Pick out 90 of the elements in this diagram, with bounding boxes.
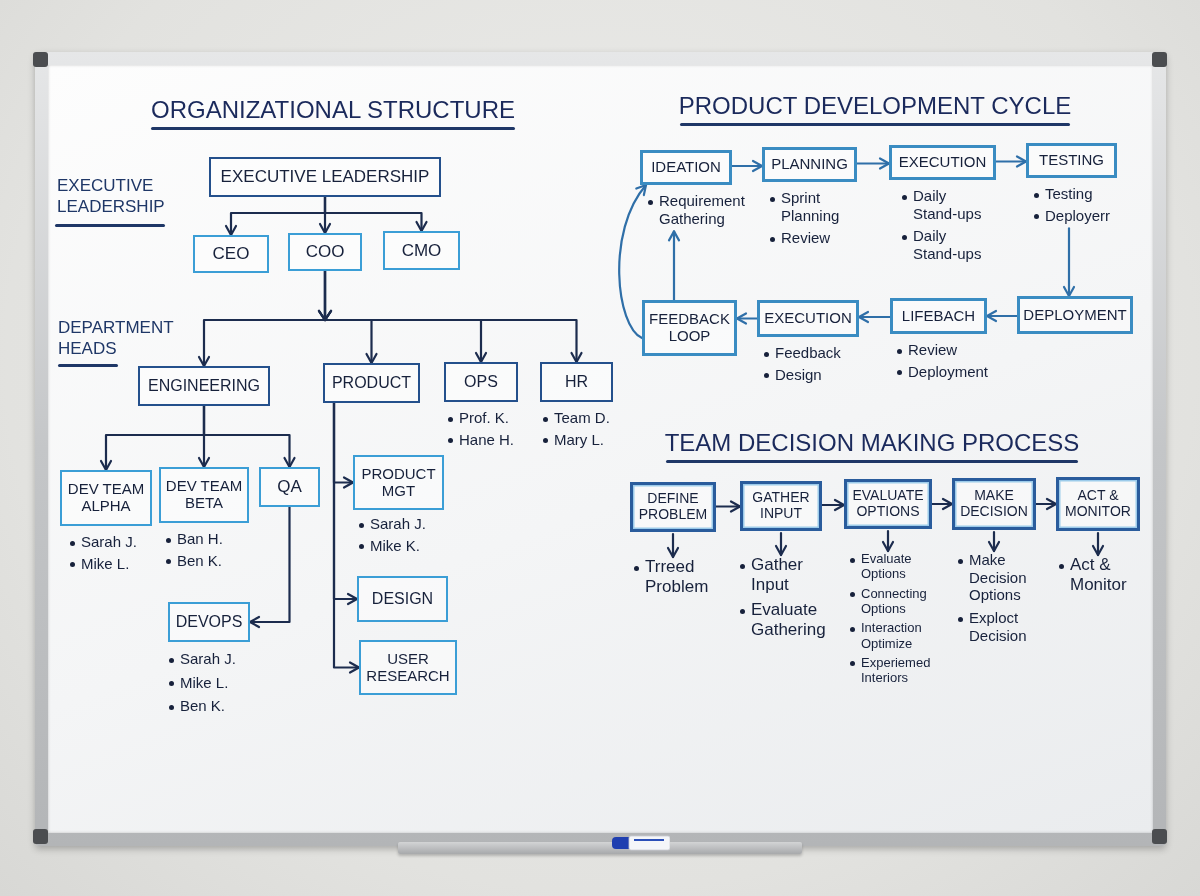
section-heading: ORGANIZATIONAL STRUCTURE [151, 97, 515, 123]
section-heading: TEAM DECISION MAKING PROCESS [664, 430, 1080, 456]
process-step-box: EVALUATE OPTIONS [844, 479, 932, 529]
bullet-point: Evaluate Options [848, 551, 942, 582]
cycle-step-box: TESTING [1026, 143, 1117, 178]
arrow [857, 310, 892, 324]
bullet-point: Act & Monitor [1057, 555, 1147, 596]
cycle-step-box: DEPLOYMENT [1017, 296, 1133, 334]
bullet-point: Daily Stand-ups [900, 227, 994, 263]
bullet-point: Exploct Decision [956, 609, 1042, 645]
arrow [820, 498, 846, 512]
bullet-point: Review [768, 229, 831, 248]
bullet-point: Interaction Optimize [848, 620, 942, 651]
bullet-point: Hane H. [446, 430, 515, 449]
bullet-point: Ben K. [164, 551, 223, 570]
arrow [985, 309, 1019, 323]
cycle-step-box: EXECUTION [889, 145, 996, 180]
org-unit-box: HR [540, 362, 613, 402]
org-unit-box: ENGINEERING [138, 366, 270, 406]
arrow [317, 269, 583, 364]
arrow [987, 530, 1001, 553]
bullet-point: Feedback [762, 344, 841, 362]
arrow [735, 312, 759, 325]
arrow [855, 157, 891, 170]
bullet-point: Design [762, 365, 822, 384]
team-box: DEVOPS [168, 602, 250, 642]
bullet-point: Sprint Planning [768, 189, 858, 225]
cycle-step-box: PLANNING [762, 147, 857, 182]
process-step-box: DEFINE PROBLEM [630, 482, 716, 532]
arrow [248, 505, 291, 629]
bullet-point: Sarah J. [357, 515, 426, 533]
section-heading: PRODUCT DEVELOPMENT CYCLE [678, 93, 1072, 119]
bullet-point: Mike L. [167, 673, 229, 692]
team-box: CMO [383, 231, 460, 270]
level-label: EXECUTIVE LEADERSHIP [57, 176, 166, 218]
process-step-box: ACT & MONITOR [1056, 477, 1140, 531]
process-step-box: GATHER INPUT [740, 481, 822, 531]
bullet-point: Ban H. [164, 530, 223, 548]
arrow [332, 401, 361, 674]
bullet-point: Sarah J. [68, 533, 137, 551]
arrow [994, 155, 1028, 168]
bullet-point: Sarah J. [167, 650, 236, 668]
team-box: CEO [193, 235, 269, 273]
bullet-point: Make Decision Options [956, 551, 1042, 605]
team-box: QA [259, 467, 320, 507]
bullet-point: Daily Stand-ups [900, 187, 994, 223]
arrow [930, 497, 954, 511]
bullet-point: Trreed Problem [632, 557, 722, 598]
org-unit-box: PRODUCT [323, 363, 420, 403]
team-box: COO [288, 233, 362, 271]
arrow [323, 195, 428, 233]
arrow [666, 532, 680, 559]
bullet-point: Review [895, 341, 958, 359]
arrow [667, 230, 681, 302]
bullet-point: Mike K. [357, 536, 420, 555]
bullet-point: Prof. K. [446, 409, 510, 427]
arrow [774, 531, 788, 557]
arrow [730, 159, 764, 173]
bullet-point: Ben K. [167, 697, 226, 716]
cycle-step-box: FEEDBACK LOOP [642, 300, 737, 356]
arrow [881, 529, 895, 553]
arrow [618, 183, 648, 340]
level-label: DEPARTMENT HEADS [58, 318, 175, 360]
org-unit-box: EXECUTIVE LEADERSHIP [209, 157, 441, 197]
arrow [1062, 227, 1076, 298]
cycle-step-box: LIFEBACH [890, 298, 987, 334]
bullet-point: Mary L. [541, 430, 604, 449]
team-box: DEV TEAM ALPHA [60, 470, 152, 526]
bullet-point: Mike L. [68, 554, 130, 573]
bullet-point: Experiemed Interiors [848, 654, 942, 686]
team-box: DEV TEAM BETA [159, 467, 249, 523]
bullet-point: Deployerr [1032, 206, 1111, 225]
bullet-point: Deployment [895, 362, 989, 381]
arrow [1091, 531, 1105, 557]
cycle-step-box: IDEATION [640, 150, 732, 185]
org-unit-box: OPS [444, 362, 518, 402]
bullet-point: Team D. [541, 409, 610, 427]
process-step-box: MAKE DECISION [952, 478, 1036, 530]
arrow [202, 404, 296, 469]
team-box: DESIGN [357, 576, 448, 622]
bullet-point: Gather Input [738, 555, 834, 596]
cycle-step-box: EXECUTION [757, 300, 859, 337]
team-box: USER RESEARCH [359, 640, 457, 695]
bullet-point: Testing [1032, 185, 1093, 203]
arrow [714, 500, 742, 513]
bullet-point: Requirement Gathering [646, 192, 754, 228]
team-box: PRODUCT MGT [353, 455, 444, 510]
arrow [1034, 497, 1058, 511]
bullet-point: Connecting Options [848, 585, 942, 617]
bullet-point: Evaluate Gathering [738, 600, 834, 641]
